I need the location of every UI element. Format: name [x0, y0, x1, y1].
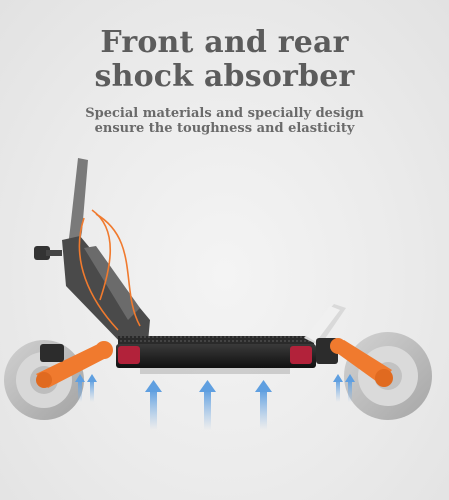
shock-arrows: [75, 374, 355, 430]
page-subtitle: Special materials and specially design e…: [0, 106, 449, 136]
subtitle-line-2: ensure the toughness and elasticity: [94, 121, 355, 136]
page-title: Front and rear shock absorber: [0, 26, 449, 94]
front-suspension: [36, 341, 113, 388]
deck: [116, 336, 316, 374]
arrow-up-icon: [333, 374, 355, 402]
arrow-up-icon: [75, 374, 97, 402]
rear-suspension: [330, 338, 393, 387]
cables: [78, 209, 141, 331]
subtitle-line-1: Special materials and specially design: [85, 106, 364, 121]
arrow-up-icon: [145, 380, 162, 430]
arrow-up-icon: [255, 380, 272, 430]
arrow-up-icon: [199, 380, 216, 430]
title-line-1: Front and rear: [100, 25, 349, 60]
stem: [34, 158, 150, 346]
title-line-2: shock absorber: [94, 59, 355, 94]
